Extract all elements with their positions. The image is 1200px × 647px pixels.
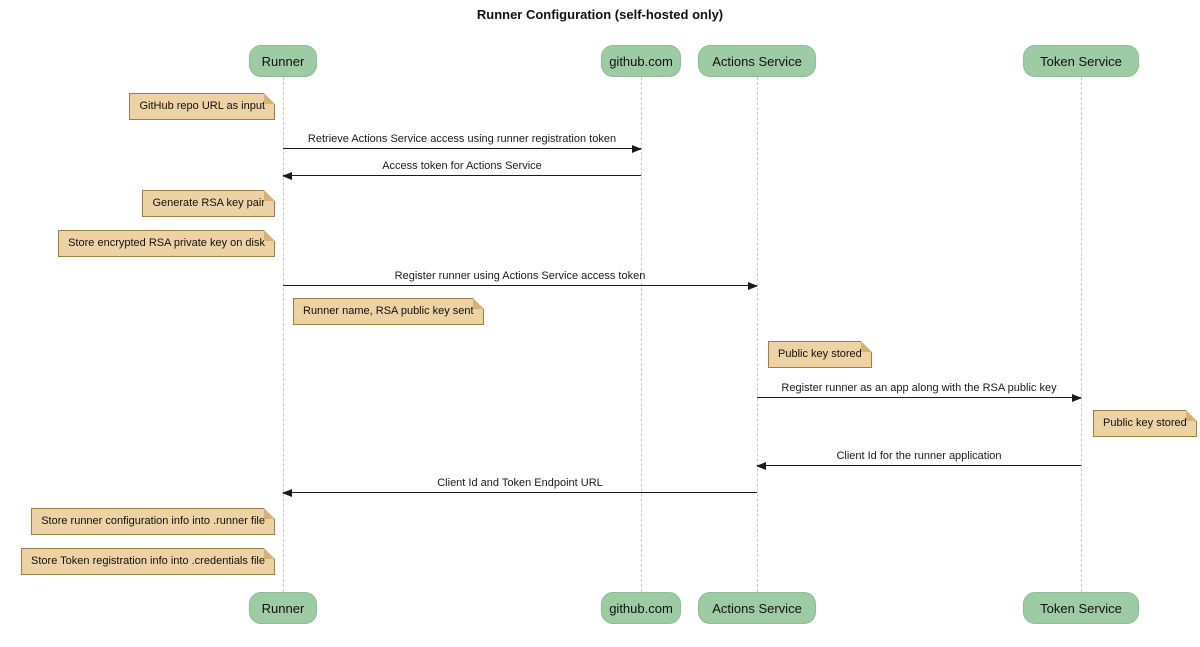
message-line xyxy=(283,282,758,290)
note-runner-name-public-key-sent: Runner name, RSA public key sent xyxy=(293,298,484,325)
note-store-encrypted-private-key: Store encrypted RSA private key on disk xyxy=(58,230,275,257)
message-label: Client Id for the runner application xyxy=(836,450,1002,462)
diagram-title: Runner Configuration (self-hosted only) xyxy=(476,7,724,22)
participant-github-bottom: github.com xyxy=(601,592,681,624)
participant-runner-top: Runner xyxy=(249,45,317,77)
note-public-key-stored-actions: Public key stored xyxy=(768,341,872,368)
message-label: Register runner as an app along with the… xyxy=(781,382,1057,394)
message-label: Register runner using Actions Service ac… xyxy=(394,270,646,282)
message-register-runner: Register runner using Actions Service ac… xyxy=(283,270,758,290)
note-store-runner-file: Store runner configuration info into .ru… xyxy=(31,508,275,535)
note-store-credentials-file: Store Token registration info into .cred… xyxy=(21,548,275,575)
message-line xyxy=(283,145,642,153)
arrowhead-left-icon xyxy=(282,489,292,497)
message-register-runner-as-app: Register runner as an app along with the… xyxy=(757,382,1082,402)
arrowhead-left-icon xyxy=(756,462,766,470)
message-line xyxy=(757,394,1082,402)
arrowhead-left-icon xyxy=(282,172,292,180)
participant-actions-service-top: Actions Service xyxy=(698,45,816,77)
participant-runner-bottom: Runner xyxy=(249,592,317,624)
arrowhead-right-icon xyxy=(1072,394,1082,402)
arrowhead-right-icon xyxy=(632,145,642,153)
lifeline-token-service xyxy=(1081,77,1082,592)
arrowhead-right-icon xyxy=(748,282,758,290)
participant-actions-service-bottom: Actions Service xyxy=(698,592,816,624)
message-retrieve-actions-access: Retrieve Actions Service access using ru… xyxy=(283,133,642,153)
message-label: Client Id and Token Endpoint URL xyxy=(437,477,603,489)
message-line xyxy=(282,489,757,497)
note-github-repo-url: GitHub repo URL as input xyxy=(129,93,275,120)
lifeline-runner xyxy=(283,77,284,592)
participant-token-service-bottom: Token Service xyxy=(1023,592,1139,624)
message-label: Retrieve Actions Service access using ru… xyxy=(307,133,617,145)
participant-token-service-top: Token Service xyxy=(1023,45,1139,77)
message-line xyxy=(282,172,641,180)
message-access-token-return: Access token for Actions Service xyxy=(282,160,641,180)
participant-github-top: github.com xyxy=(601,45,681,77)
message-line xyxy=(756,462,1081,470)
lifeline-actions-service xyxy=(757,77,758,592)
message-client-id-return: Client Id for the runner application xyxy=(756,450,1081,470)
message-client-id-endpoint-return: Client Id and Token Endpoint URL xyxy=(282,477,757,497)
lifeline-github xyxy=(641,77,642,592)
note-generate-rsa-key-pair: Generate RSA key pair xyxy=(142,190,275,217)
message-label: Access token for Actions Service xyxy=(382,160,542,172)
note-public-key-stored-token: Public key stored xyxy=(1093,410,1197,437)
